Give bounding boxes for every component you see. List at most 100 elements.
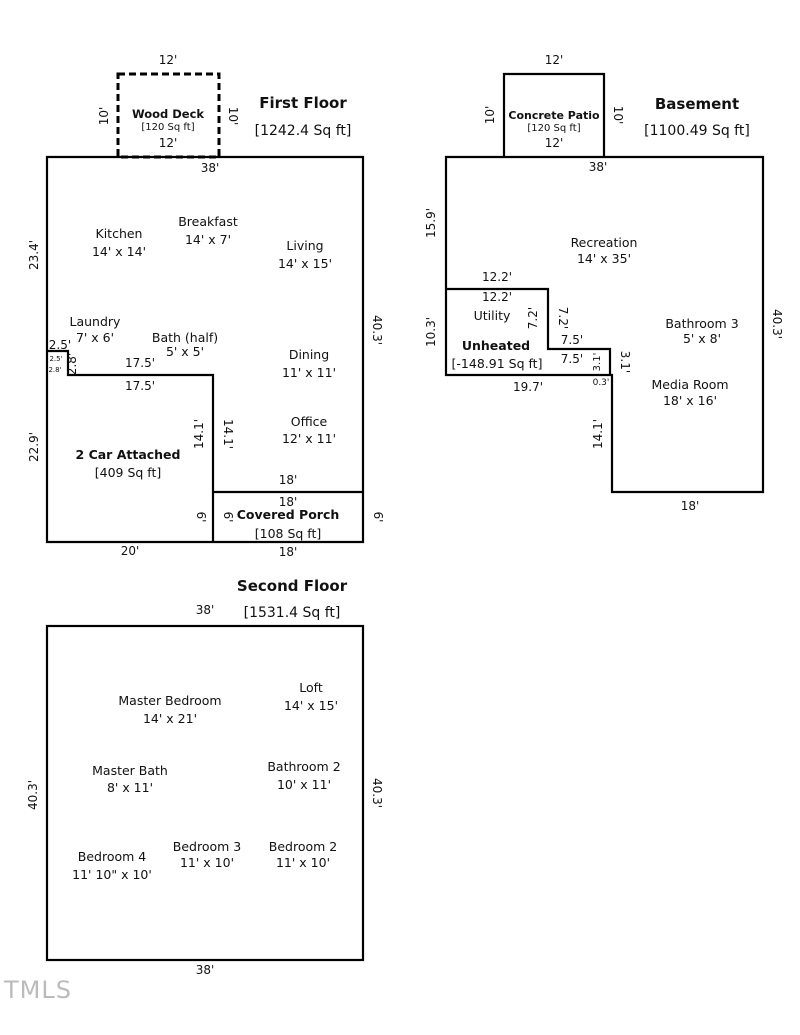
bs-dim-util-top-upper: 12.2': [482, 270, 512, 284]
bs-dim-step-side-outer: 3.1': [592, 353, 603, 372]
bs-dim-notch: 0.3': [593, 378, 610, 388]
bs-dim-step-lower: 7.5': [561, 352, 583, 366]
room-recreation: Recreation: [571, 235, 638, 250]
room-bathroom-3: Bathroom 3: [665, 316, 738, 331]
room-bedroom-2-size: 11' x 10': [276, 855, 330, 870]
room-bedroom-2: Bedroom 2: [269, 839, 337, 854]
room-bedroom-4: Bedroom 4: [78, 849, 147, 864]
unheated-wall: [446, 287, 612, 375]
ff-dim-bottom-right: 18': [279, 545, 298, 559]
room-laundry: Laundry: [70, 314, 122, 329]
bs-dim-left-upper: 15.9': [424, 208, 438, 238]
patio-dim-bottom: 12': [545, 136, 564, 150]
bs-dim-left-lower: 10.3': [424, 317, 438, 347]
ff-dim-notch-side: 2.8': [65, 353, 79, 375]
ff-dim-porch-right: 6': [371, 512, 385, 523]
room-master-bath: Master Bath: [92, 763, 168, 778]
deck-dim-top: 12': [159, 53, 178, 67]
room-bedroom-3: Bedroom 3: [173, 839, 241, 854]
room-breakfast: Breakfast: [178, 214, 238, 229]
ff-dim-right: 40.3': [370, 315, 384, 345]
sf-dim-top: 38': [196, 603, 215, 617]
patio-dim-top: 12': [545, 53, 564, 67]
ff-dim-garage-inner-lower: 14.1': [221, 419, 235, 449]
deck-dim-bottom: 12': [159, 136, 178, 150]
room-master-bedroom: Master Bedroom: [118, 693, 221, 708]
garage-wall: [47, 349, 215, 542]
basement-plan: Basement [1100.49 Sq ft] 12' Concrete Pa…: [424, 53, 784, 513]
first-floor-plan: First Floor [1242.4 Sq ft] 12' Wood Deck…: [27, 53, 385, 559]
unheated-label: Unheated: [462, 338, 530, 353]
patio-dim-left: 10': [483, 106, 497, 125]
ff-dim-left-lower: 22.9': [27, 432, 41, 462]
ff-dim-notch-inner-top: 2.5': [49, 355, 62, 363]
ff-dim-porch-left-outer: 6': [194, 512, 208, 523]
second-floor-plan: Second Floor [1531.4 Sq ft] 38' 38' 40.3…: [26, 577, 384, 977]
bs-dim-step-upper: 7.5': [561, 333, 583, 347]
room-bathroom-2-size: 10' x 11': [277, 777, 331, 792]
deck-dim-right: 10': [226, 107, 240, 126]
room-bedroom-3-size: 11' x 10': [180, 855, 234, 870]
unheated-area: [-148.91 Sq ft]: [452, 356, 543, 371]
sf-dim-right: 40.3': [370, 778, 384, 808]
room-loft: Loft: [299, 680, 323, 695]
sf-dim-left: 40.3': [26, 780, 40, 810]
room-breakfast-size: 14' x 7': [185, 232, 231, 247]
room-master-bath-size: 8' x 11': [107, 780, 153, 795]
ff-dim-porch-top-upper: 18': [279, 473, 298, 487]
room-bathroom-3-size: 5' x 8': [683, 331, 721, 346]
second-floor-area: [1531.4 Sq ft]: [244, 605, 341, 621]
room-master-bedroom-size: 14' x 21': [143, 711, 197, 726]
room-bathroom-2: Bathroom 2: [267, 759, 340, 774]
room-living: Living: [286, 238, 323, 253]
second-floor-title: Second Floor: [237, 577, 348, 595]
room-dining: Dining: [289, 347, 329, 362]
bs-dim-util-side-outer: 7.2': [526, 307, 540, 329]
ff-dim-notch-inner-side: 2.8': [48, 366, 61, 374]
patio-area: [120 Sq ft]: [527, 123, 580, 134]
room-dining-size: 11' x 11': [282, 365, 336, 380]
ff-dim-left-upper: 23.4': [27, 240, 41, 270]
room-bedroom-4-size: 11' 10" x 10': [72, 867, 152, 882]
garage-label: 2 Car Attached: [76, 447, 181, 462]
room-recreation-size: 14' x 35': [577, 251, 631, 266]
room-bath-half: Bath (half): [152, 330, 218, 345]
ff-dim-step-upper: 17.5': [125, 356, 155, 370]
deck-label: Wood Deck: [132, 107, 204, 121]
first-floor-outline: [45, 155, 365, 544]
ff-dim-top: 38': [201, 161, 220, 175]
basement-title: Basement: [655, 95, 739, 113]
sf-dim-bottom: 38': [196, 963, 215, 977]
bs-dim-step-side-inner: 3.1': [618, 351, 632, 373]
bs-dim-util-top-lower: 12.2': [482, 290, 512, 304]
ff-dim-porch-top-lower: 18': [279, 495, 298, 509]
room-loft-size: 14' x 15': [284, 698, 338, 713]
room-utility: Utility: [474, 308, 511, 323]
porch-area: [108 Sq ft]: [255, 526, 322, 541]
bs-dim-right: 40.3': [770, 309, 784, 339]
patio-label: Concrete Patio: [508, 109, 600, 122]
bs-dim-bottom-left: 19.7': [513, 380, 543, 394]
first-floor-area: [1242.4 Sq ft]: [255, 123, 352, 139]
room-media-room-size: 18' x 16': [663, 393, 717, 408]
basement-area: [1100.49 Sq ft]: [644, 123, 750, 139]
room-living-size: 14' x 15': [278, 256, 332, 271]
ff-dim-garage-inner-upper: 14.1': [192, 419, 206, 449]
porch-label: Covered Porch: [237, 507, 340, 522]
room-bath-half-size: 5' x 5': [166, 344, 204, 359]
room-media-room: Media Room: [651, 377, 728, 392]
bs-dim-top: 38': [589, 160, 608, 174]
patio-dim-right: 10': [611, 106, 625, 125]
garage-area: [409 Sq ft]: [95, 465, 162, 480]
ff-dim-bottom-left: 20': [121, 544, 140, 558]
deck-area: [120 Sq ft]: [141, 122, 194, 133]
room-laundry-size: 7' x 6': [76, 330, 114, 345]
tmls-watermark: TMLS: [3, 976, 72, 1004]
basement-outline: [444, 155, 765, 494]
bs-dim-media-side: 14.1': [591, 419, 605, 449]
room-office: Office: [291, 414, 328, 429]
room-kitchen: Kitchen: [96, 226, 143, 241]
concrete-patio-outline: [502, 72, 606, 157]
ff-dim-porch-left-inner: 6': [221, 512, 235, 523]
